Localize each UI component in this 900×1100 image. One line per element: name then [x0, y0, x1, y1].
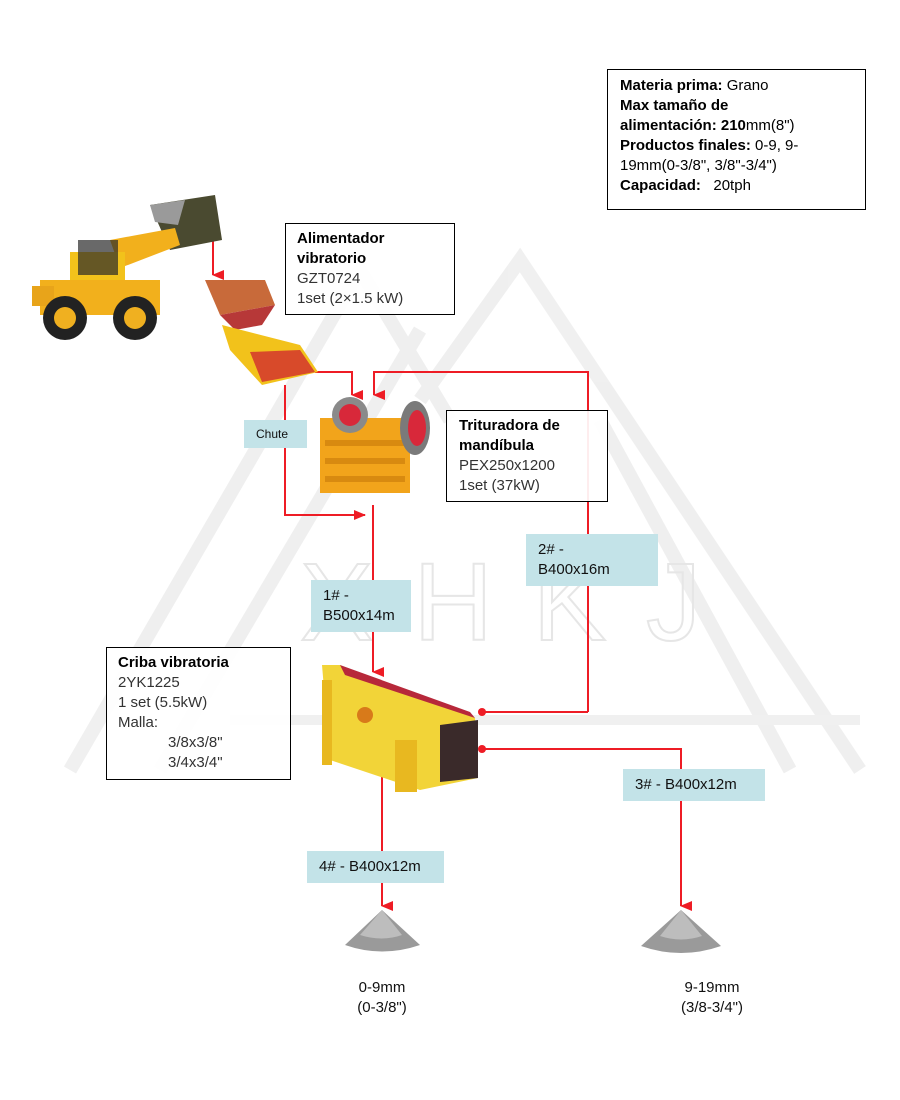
flow-feeder-to-crusher	[315, 371, 363, 400]
feeder-qty: 1set (2×1.5 kW)	[297, 290, 404, 307]
conveyor-2-line1: 2# -	[538, 541, 564, 558]
conveyor-2-line2: B400x16m	[538, 561, 610, 578]
product-1-size: 0-9mm	[358, 979, 406, 996]
flow-screen-to-product-2	[482, 748, 692, 911]
feeder-info-box: Alimentador vibratorio GZT0724 1set (2×1…	[285, 223, 455, 315]
feeder-name-2: vibratorio	[297, 250, 367, 267]
wheel-loader-icon	[32, 195, 222, 340]
conveyor-1-line1: 1# -	[323, 587, 349, 604]
product-1-label: 0-9mm (0-3/8")	[332, 978, 432, 1018]
products-value-2: 19mm(0-3/8", 3/8"-3/4")	[620, 157, 777, 174]
vibrating-feeder-icon	[205, 280, 318, 385]
products-label: Productos finales:	[620, 137, 751, 154]
discharge-dot-oversize	[478, 708, 486, 716]
screen-model: 2YK1225	[118, 674, 180, 691]
vibrating-screen-icon	[322, 665, 478, 792]
screen-mesh-1: 3/8x3/8"	[168, 734, 223, 751]
discharge-dot-product	[478, 745, 486, 753]
product-pile-2-icon	[641, 910, 721, 953]
screen-name: Criba vibratoria	[118, 654, 229, 671]
feeder-name-1: Alimentador	[297, 230, 385, 247]
chute-label: Chute	[244, 420, 307, 448]
capacity-label: Capacidad:	[620, 177, 701, 194]
capacity-value: 20tph	[713, 177, 751, 194]
conveyor-1-line2: B500x14m	[323, 607, 395, 624]
conveyor-1-label: 1# - B500x14m	[311, 580, 411, 632]
feeder-model: GZT0724	[297, 270, 361, 287]
screen-info-box: Criba vibratoria 2YK1225 1 set (5.5kW) M…	[106, 647, 291, 780]
max-feed-label-1: Max tamaño de	[620, 97, 729, 114]
product-2-size: 9-19mm	[684, 979, 740, 996]
screen-mesh-label: Malla:	[118, 714, 159, 731]
crusher-model: PEX250x1200	[459, 457, 555, 474]
conveyor-3-text: 3# - B400x12m	[635, 776, 737, 793]
max-feed-value-rest: mm(8")	[745, 117, 795, 134]
conveyor-3-label: 3# - B400x12m	[623, 769, 765, 801]
spec-box: Materia prima: Grano Max tamaño de alime…	[607, 69, 866, 210]
products-value-1: 0-9, 9-	[755, 137, 799, 154]
product-pile-1-icon	[345, 910, 420, 952]
conveyor-4-label: 4# - B400x12m	[307, 851, 444, 883]
jaw-crusher-icon	[320, 397, 430, 493]
raw-material-label: Materia prima:	[620, 77, 723, 94]
screen-qty: 1 set (5.5kW)	[118, 694, 208, 711]
crusher-info-box: Trituradora de mandíbula PEX250x1200 1se…	[446, 410, 608, 502]
crusher-name-2: mandíbula	[459, 437, 535, 454]
product-2-label: 9-19mm (3/8-3/4")	[662, 978, 762, 1018]
max-feed-value-bold: 210	[720, 117, 746, 134]
crusher-name-1: Trituradora de	[459, 417, 560, 434]
crusher-qty: 1set (37kW)	[459, 477, 540, 494]
conveyor-4-text: 4# - B400x12m	[319, 858, 421, 875]
screen-mesh-2: 3/4x3/4"	[168, 754, 223, 771]
max-feed-label-2: alimentación:	[620, 117, 717, 134]
product-1-inch: (0-3/8")	[357, 999, 407, 1016]
product-2-inch: (3/8-3/4")	[680, 999, 743, 1016]
conveyor-2-label: 2# - B400x16m	[526, 534, 658, 586]
raw-material-value: Grano	[726, 77, 769, 94]
chute-label-text: Chute	[256, 427, 289, 441]
